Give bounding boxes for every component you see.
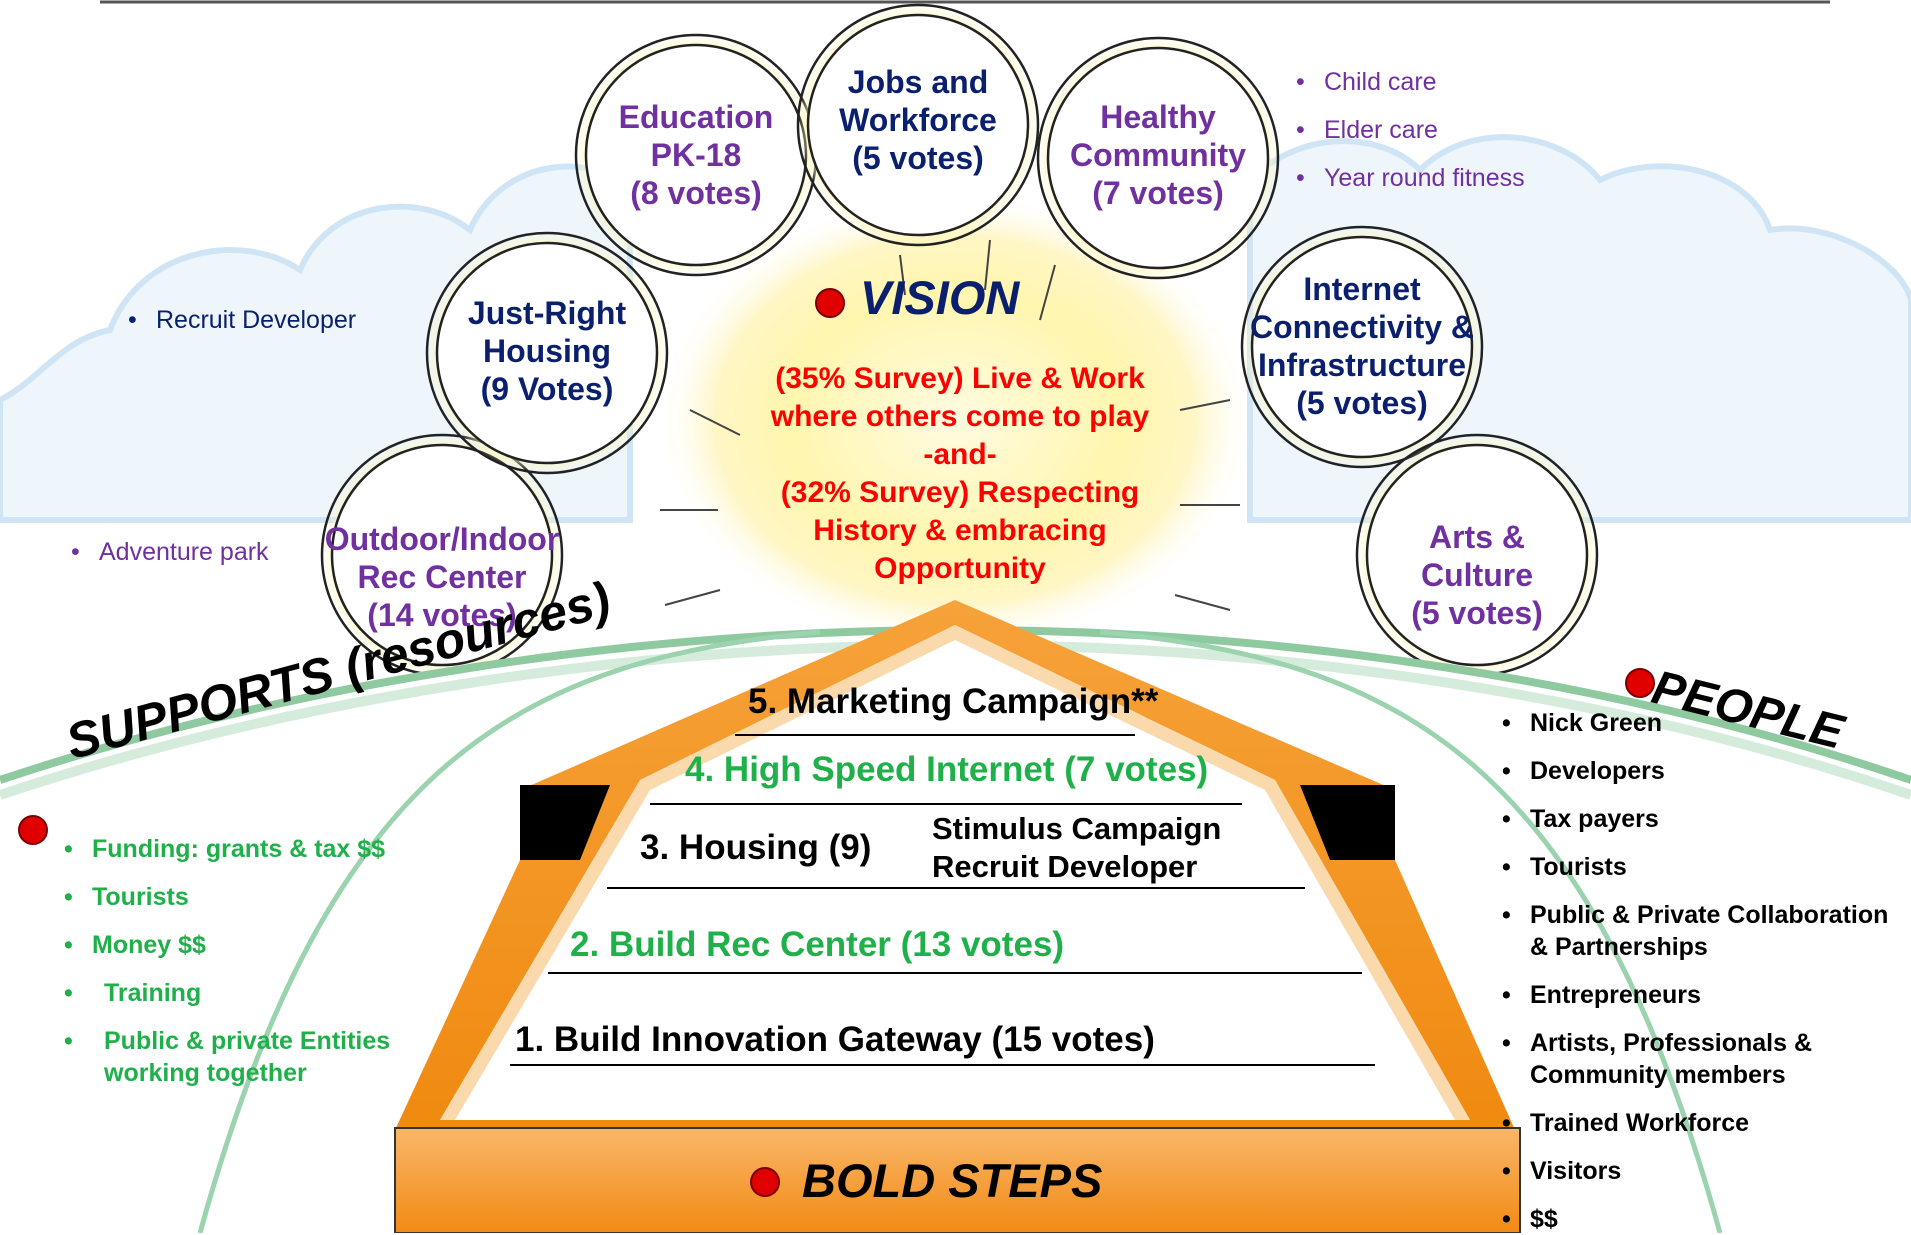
list-item: Money $$ — [58, 929, 438, 961]
circle-line: Culture — [1421, 557, 1533, 593]
circle-line: (5 votes) — [1411, 595, 1543, 631]
people-bullet-icon — [1625, 668, 1655, 698]
vision-line: (32% Survey) Respecting — [780, 476, 1140, 509]
circle-line: Rec Center — [357, 559, 527, 595]
vision-line: -and- — [923, 438, 997, 471]
circle-line: Infrastructure — [1257, 347, 1467, 383]
list-item: Child care — [1290, 58, 1525, 106]
bold-steps-base — [394, 1127, 1521, 1233]
circle-line: Connectivity & — [1249, 309, 1475, 345]
rec-note: Adventure park — [65, 535, 269, 569]
list-item: Tourists — [58, 881, 438, 913]
circle-line: Healthy — [1100, 99, 1216, 135]
circle-arts-culture: Arts & Culture (5 votes) — [1337, 518, 1617, 632]
circle-line: Education — [618, 99, 774, 135]
circle-line: (7 votes) — [1092, 175, 1224, 211]
list-item: Adventure park — [65, 535, 269, 569]
list-item: Recruit Developer — [122, 303, 356, 337]
list-item: Tax payers — [1496, 803, 1911, 835]
circle-line: (9 Votes) — [480, 371, 614, 407]
list-item: Entrepreneurs — [1496, 979, 1911, 1011]
circle-line: (14 votes) — [367, 597, 517, 633]
step-3-sub-line: Recruit Developer — [932, 849, 1198, 884]
circle-line: Housing — [483, 333, 611, 369]
list-item: Training — [58, 977, 438, 1009]
circle-line: (8 votes) — [630, 175, 762, 211]
supports-list: Funding: grants & tax $$ Tourists Money … — [58, 833, 438, 1089]
list-item: $$ — [1496, 1203, 1911, 1235]
list-item: Public & Private Collaboration & Partner… — [1496, 899, 1911, 963]
list-item: Developers — [1496, 755, 1911, 787]
list-item: Artists, Professionals & Community membe… — [1496, 1027, 1860, 1091]
people-list: Nick Green Developers Tax payers Tourist… — [1496, 707, 1911, 1235]
circle-line: Community — [1070, 137, 1246, 173]
vision-sun — [655, 190, 1255, 650]
circle-line: Internet — [1303, 271, 1421, 307]
list-item: Visitors — [1496, 1155, 1911, 1187]
step-3-sub: Stimulus Campaign Recruit Developer — [932, 810, 1221, 886]
vision-line: Opportunity — [874, 552, 1046, 585]
healthy-notes-list: Child care Elder care Year round fitness — [1290, 58, 1525, 202]
circle-just-right-housing: Just-Right Housing (9 Votes) — [407, 294, 687, 408]
list-item: Funding: grants & tax $$ — [58, 833, 438, 865]
step-5-marketing: 5. Marketing Campaign** — [748, 682, 1159, 721]
step-3-housing: 3. Housing (9) — [640, 828, 872, 867]
vision-line: History & embracing — [813, 514, 1107, 547]
step-3-sub-line: Stimulus Campaign — [932, 811, 1222, 846]
step-2-rec-center: 2. Build Rec Center (13 votes) — [570, 925, 1065, 964]
list-item: Nick Green — [1496, 707, 1911, 739]
list-item: Trained Workforce — [1496, 1107, 1911, 1139]
circle-line: Arts & — [1428, 519, 1525, 555]
list-item: Public & private Entities working togeth… — [58, 1025, 404, 1089]
vision-statement: (35% Survey) Live & Work where others co… — [700, 360, 1220, 588]
vision-line: (35% Survey) Live & Work — [775, 362, 1145, 395]
house-interior — [440, 625, 1470, 1120]
bold-steps-bullet-icon — [750, 1167, 780, 1197]
housing-note: Recruit Developer — [122, 303, 356, 337]
circle-outdoor-rec-center: Outdoor/Indoor Rec Center (14 votes) — [302, 520, 582, 634]
circle-line: Outdoor/Indoor — [324, 521, 560, 557]
circle-line: Jobs and — [847, 64, 989, 100]
vision-title: VISION — [860, 271, 1020, 324]
circle-line: Workforce — [839, 102, 997, 138]
circle-line: PK-18 — [650, 137, 742, 173]
list-item: Tourists — [1496, 851, 1911, 883]
bold-steps-title: BOLD STEPS — [802, 1154, 1103, 1207]
step-4-internet: 4. High Speed Internet (7 votes) — [685, 750, 1209, 789]
circle-healthy-community: Healthy Community (7 votes) — [1018, 98, 1298, 212]
vision-bullet-icon — [815, 288, 845, 318]
supports-bullet-icon — [18, 815, 48, 845]
circle-line: Just-Right — [467, 295, 627, 331]
circle-internet-connectivity: Internet Connectivity & Infrastructure (… — [1222, 270, 1502, 422]
step-1-innovation-gateway: 1. Build Innovation Gateway (15 votes) — [515, 1020, 1155, 1059]
list-item: Year round fitness — [1290, 154, 1525, 202]
circle-education: Education PK-18 (8 votes) — [556, 98, 836, 212]
vision-line: where others come to play — [770, 400, 1150, 433]
circle-line: (5 votes) — [852, 140, 984, 176]
circle-line: (5 votes) — [1296, 385, 1428, 421]
circle-jobs-workforce: Jobs and Workforce (5 votes) — [778, 63, 1058, 177]
list-item: Elder care — [1290, 106, 1525, 154]
